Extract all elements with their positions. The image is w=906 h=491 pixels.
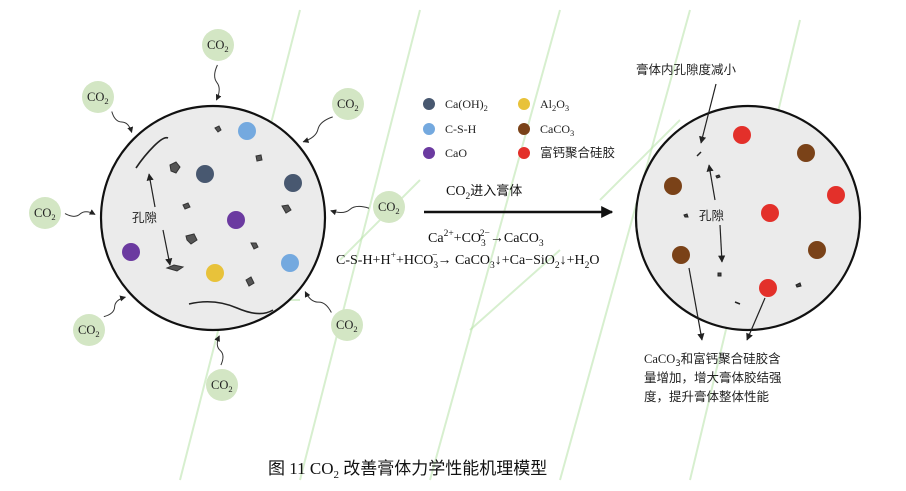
co2-bubble: CO2: [206, 335, 238, 401]
legend-label-csh: C-S-H: [445, 122, 477, 136]
legend-swatch-al2o3: [518, 98, 530, 110]
co2-label: CO2: [87, 90, 109, 106]
co2-bubble: CO2: [82, 81, 134, 134]
particle-gel: [759, 279, 777, 297]
legend-swatch-caoh2: [423, 98, 435, 110]
legend: Ca(OH)2 Al2O3 C-S-H CaCO3 CaO 富钙聚合硅胶: [423, 97, 615, 160]
legend-swatch-gel: [518, 147, 530, 159]
strength-note-line2: 量增加，增大膏体胶结强: [644, 370, 782, 385]
legend-label-caco3: CaCO3: [540, 122, 574, 138]
particle-csh: [281, 254, 299, 272]
legend-label-caoh2: Ca(OH)2: [445, 97, 488, 113]
porosity-note: 膏体内孔隙度减小: [636, 62, 737, 77]
equation-2: C-S-H+H++HCO3−→ CaCO3↓+Ca−SiO2↓+H2O: [336, 251, 600, 271]
figure-caption: 图 11 CO2 改善膏体力学性能机理模型: [268, 458, 547, 481]
particle-caoh2: [196, 165, 214, 183]
co2-bubble: CO2: [73, 295, 127, 346]
co2-label: CO2: [207, 38, 229, 54]
left-circle: 孔隙: [99, 104, 327, 332]
right-pore-shapes: [683, 174, 802, 288]
process-arrow: CO2进入膏体: [424, 183, 614, 218]
left-pore-label: 孔隙: [132, 210, 157, 225]
co2-bubble: CO2: [202, 29, 234, 101]
co2-bubble: CO2: [29, 197, 96, 229]
co2-arrow: [330, 205, 370, 216]
co2-arrow: [214, 64, 222, 101]
co2-label: CO2: [78, 323, 100, 339]
legend-label-cao: CaO: [445, 146, 467, 160]
legend-swatch-cao: [423, 147, 435, 159]
particle-gel: [761, 204, 779, 222]
co2-arrow: [302, 116, 333, 143]
co2-label: CO2: [336, 318, 358, 334]
right-circle: 孔隙: [634, 104, 862, 332]
pore-shapes: [165, 125, 292, 287]
particle-al2o3: [206, 264, 224, 282]
strength-note-line3: 度，提升膏体整体性能: [644, 389, 770, 404]
particle-gel: [733, 126, 751, 144]
arrow-label: CO2进入膏体: [446, 183, 522, 202]
co2-label: CO2: [337, 97, 359, 113]
co2-arrow: [304, 291, 332, 313]
particle-caco3: [664, 177, 682, 195]
particle-caco3: [808, 241, 826, 259]
co2-arrow: [214, 335, 224, 366]
legend-swatch-csh: [423, 123, 435, 135]
co2-arrow: [64, 209, 96, 217]
particle-gel: [827, 186, 845, 204]
co2-label: CO2: [34, 206, 56, 222]
co2-bubble: CO2: [330, 191, 405, 223]
particle-caco3: [672, 246, 690, 264]
co2-bubble: CO2: [302, 88, 364, 143]
legend-label-gel: 富钙聚合硅胶: [540, 145, 615, 160]
co2-bubble: CO2: [304, 291, 363, 341]
co2-arrow: [111, 111, 134, 134]
strength-note-line1: CaCO3和富钙聚合硅胶含: [644, 351, 781, 369]
strength-note: CaCO3和富钙聚合硅胶含 量增加，增大膏体胶结强 度，提升膏体整体性能: [644, 351, 782, 404]
equations: Ca2++CO32−→CaCO3 C-S-H+H++HCO3−→ CaCO3↓+…: [336, 229, 600, 271]
co2-arrow: [103, 295, 127, 318]
particle-cao: [122, 243, 140, 261]
co2-label: CO2: [378, 200, 400, 216]
particle-caco3: [797, 144, 815, 162]
particle-caoh2: [284, 174, 302, 192]
particle-cao: [227, 211, 245, 229]
co2-label: CO2: [211, 378, 233, 394]
right-pore-label: 孔隙: [699, 208, 724, 223]
legend-swatch-caco3: [518, 123, 530, 135]
equation-1: Ca2++CO32−→CaCO3: [428, 229, 544, 249]
particle-csh: [238, 122, 256, 140]
legend-label-al2o3: Al2O3: [540, 97, 569, 113]
